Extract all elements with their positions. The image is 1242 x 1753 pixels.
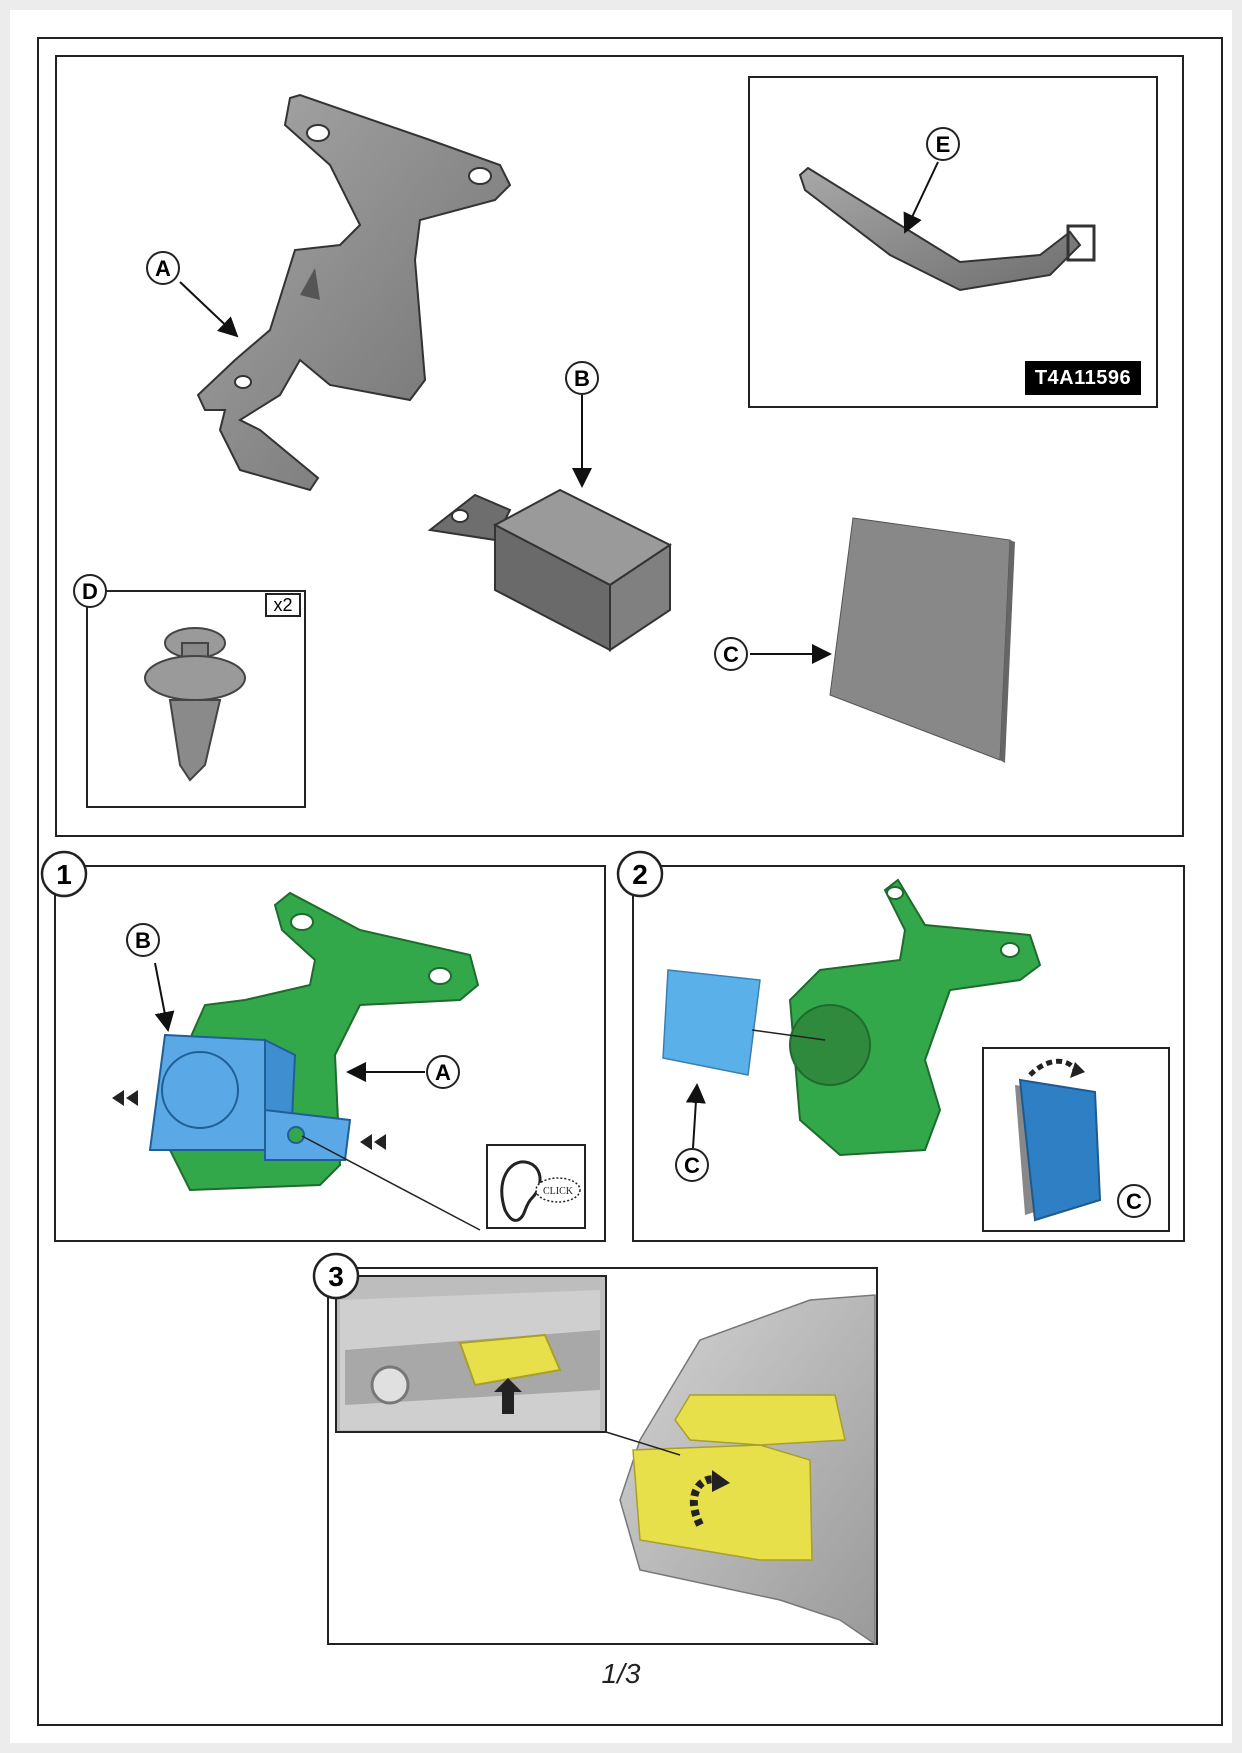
step-number: 3 [328,1261,344,1292]
step-2-artwork [662,878,1042,1157]
callout-letter: A [155,256,171,281]
callout-letter: C [684,1153,700,1178]
callout-b-step-1: B [126,923,160,957]
quantity-label: x2 [265,593,301,617]
callout-c-step-2: C [675,1148,709,1182]
step-1-number: 1 [40,850,88,898]
step-1-artwork [112,891,481,1231]
callout-letter: B [135,928,151,953]
step-3-number: 3 [312,1252,360,1300]
step-number: 2 [632,859,648,890]
callout-b-kit: B [565,361,599,395]
page-number: 1/3 [601,1658,641,1689]
click-badge: CLICK [535,1177,581,1203]
step-3-vehicle-artwork [619,1294,876,1646]
callout-c-kit: C [714,637,748,671]
callout-d-kit: D [73,574,107,608]
callout-letter: A [435,1060,451,1085]
callout-letter: B [574,366,590,391]
step-2-number: 2 [616,850,664,898]
click-label: CLICK [543,1186,574,1197]
callout-letter: D [82,579,98,604]
callout-c-tape-inset: C [1117,1184,1151,1218]
document-code: T4A11596 [1025,361,1141,395]
callout-letter: E [936,132,951,157]
peel-tape-icon [1015,1058,1102,1222]
part-c-pad-drawing [829,517,1015,763]
page-frame [37,37,1223,1726]
part-b-module-drawing [427,488,672,652]
callout-a-kit: A [146,251,180,285]
callout-a-step-1: A [426,1055,460,1089]
callout-e-kit: E [926,127,960,161]
part-d-clip-drawing [144,627,246,782]
part-a-bracket-drawing [196,93,512,492]
callout-letter: C [723,642,739,667]
step-number: 1 [56,859,72,890]
ear-icon [500,1160,542,1222]
part-e-cable-tie-drawing [798,166,1096,292]
step-3-detail-artwork [340,1290,600,1430]
callout-letter: C [1126,1189,1142,1214]
